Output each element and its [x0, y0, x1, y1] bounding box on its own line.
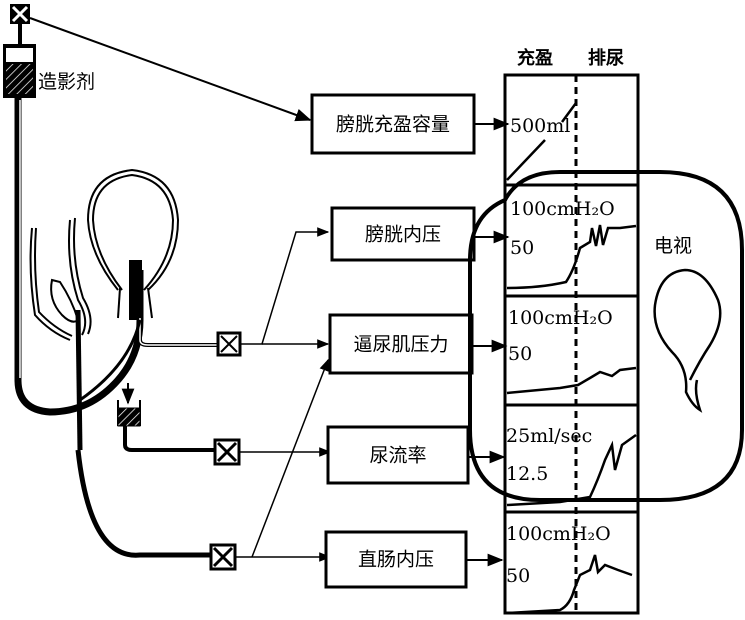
transducer-bladder-icon	[216, 331, 242, 357]
tick-flow-12-5: 12.5	[506, 463, 548, 485]
rectal-tube	[75, 449, 215, 558]
transducer-rectal-icon	[209, 543, 237, 571]
recorder-chart	[503, 73, 640, 615]
trace-detrusor-pressure	[506, 366, 637, 395]
tv-monitor	[468, 170, 744, 502]
transducer-flow-icon	[213, 438, 241, 466]
tick-volume-500: 500ml	[510, 115, 570, 137]
trace-rectal-pressure	[506, 554, 633, 615]
syringe-icon	[3, 44, 36, 98]
urine-collector	[117, 383, 215, 452]
phase-fill-label: 充盈	[517, 47, 553, 69]
box-bladder-capacity: 膀胱充盈容量	[310, 93, 476, 155]
catheter-tube	[14, 98, 144, 416]
svg-text:尿流率: 尿流率	[369, 445, 426, 467]
phase-void-label: 排尿	[588, 47, 624, 69]
connector-line	[29, 17, 312, 122]
trace-volume	[506, 102, 578, 181]
tick-dp-50: 50	[508, 343, 532, 365]
svg-text:膀胱充盈容量: 膀胱充盈容量	[336, 114, 450, 136]
tv-bladder-image	[653, 268, 722, 413]
svg-text:直肠内压: 直肠内压	[358, 549, 434, 571]
box-bladder-pressure: 膀胱内压	[330, 206, 476, 262]
box-urethral-pressure: 逼尿肌压力	[328, 313, 474, 375]
box-flow-rate: 尿流率	[326, 425, 470, 485]
tick-flow-25: 25ml/sec	[506, 425, 592, 447]
valve-icon	[10, 4, 30, 24]
trace-flow-rate	[506, 433, 637, 507]
tick-bp-50: 50	[510, 237, 534, 259]
tick-rp-50: 50	[506, 565, 530, 587]
tick-bp-100: 100cmH₂O	[510, 198, 615, 220]
tick-dp-100: 100cmH₂O	[508, 307, 613, 329]
contrast-agent-label: 造影剂	[38, 71, 95, 93]
svg-text:逼尿肌压力: 逼尿肌压力	[353, 334, 448, 356]
svg-text:膀胱内压: 膀胱内压	[365, 224, 441, 246]
pelvic-anatomy	[29, 217, 92, 341]
tick-rp-100: 100cmH₂O	[506, 523, 611, 545]
tv-label: 电视	[654, 235, 692, 257]
box-rectal-pressure: 直肠内压	[324, 530, 468, 589]
bladder-catheter	[129, 260, 142, 320]
trace-bladder-pressure	[506, 224, 637, 290]
bladder-illustration	[86, 168, 180, 319]
